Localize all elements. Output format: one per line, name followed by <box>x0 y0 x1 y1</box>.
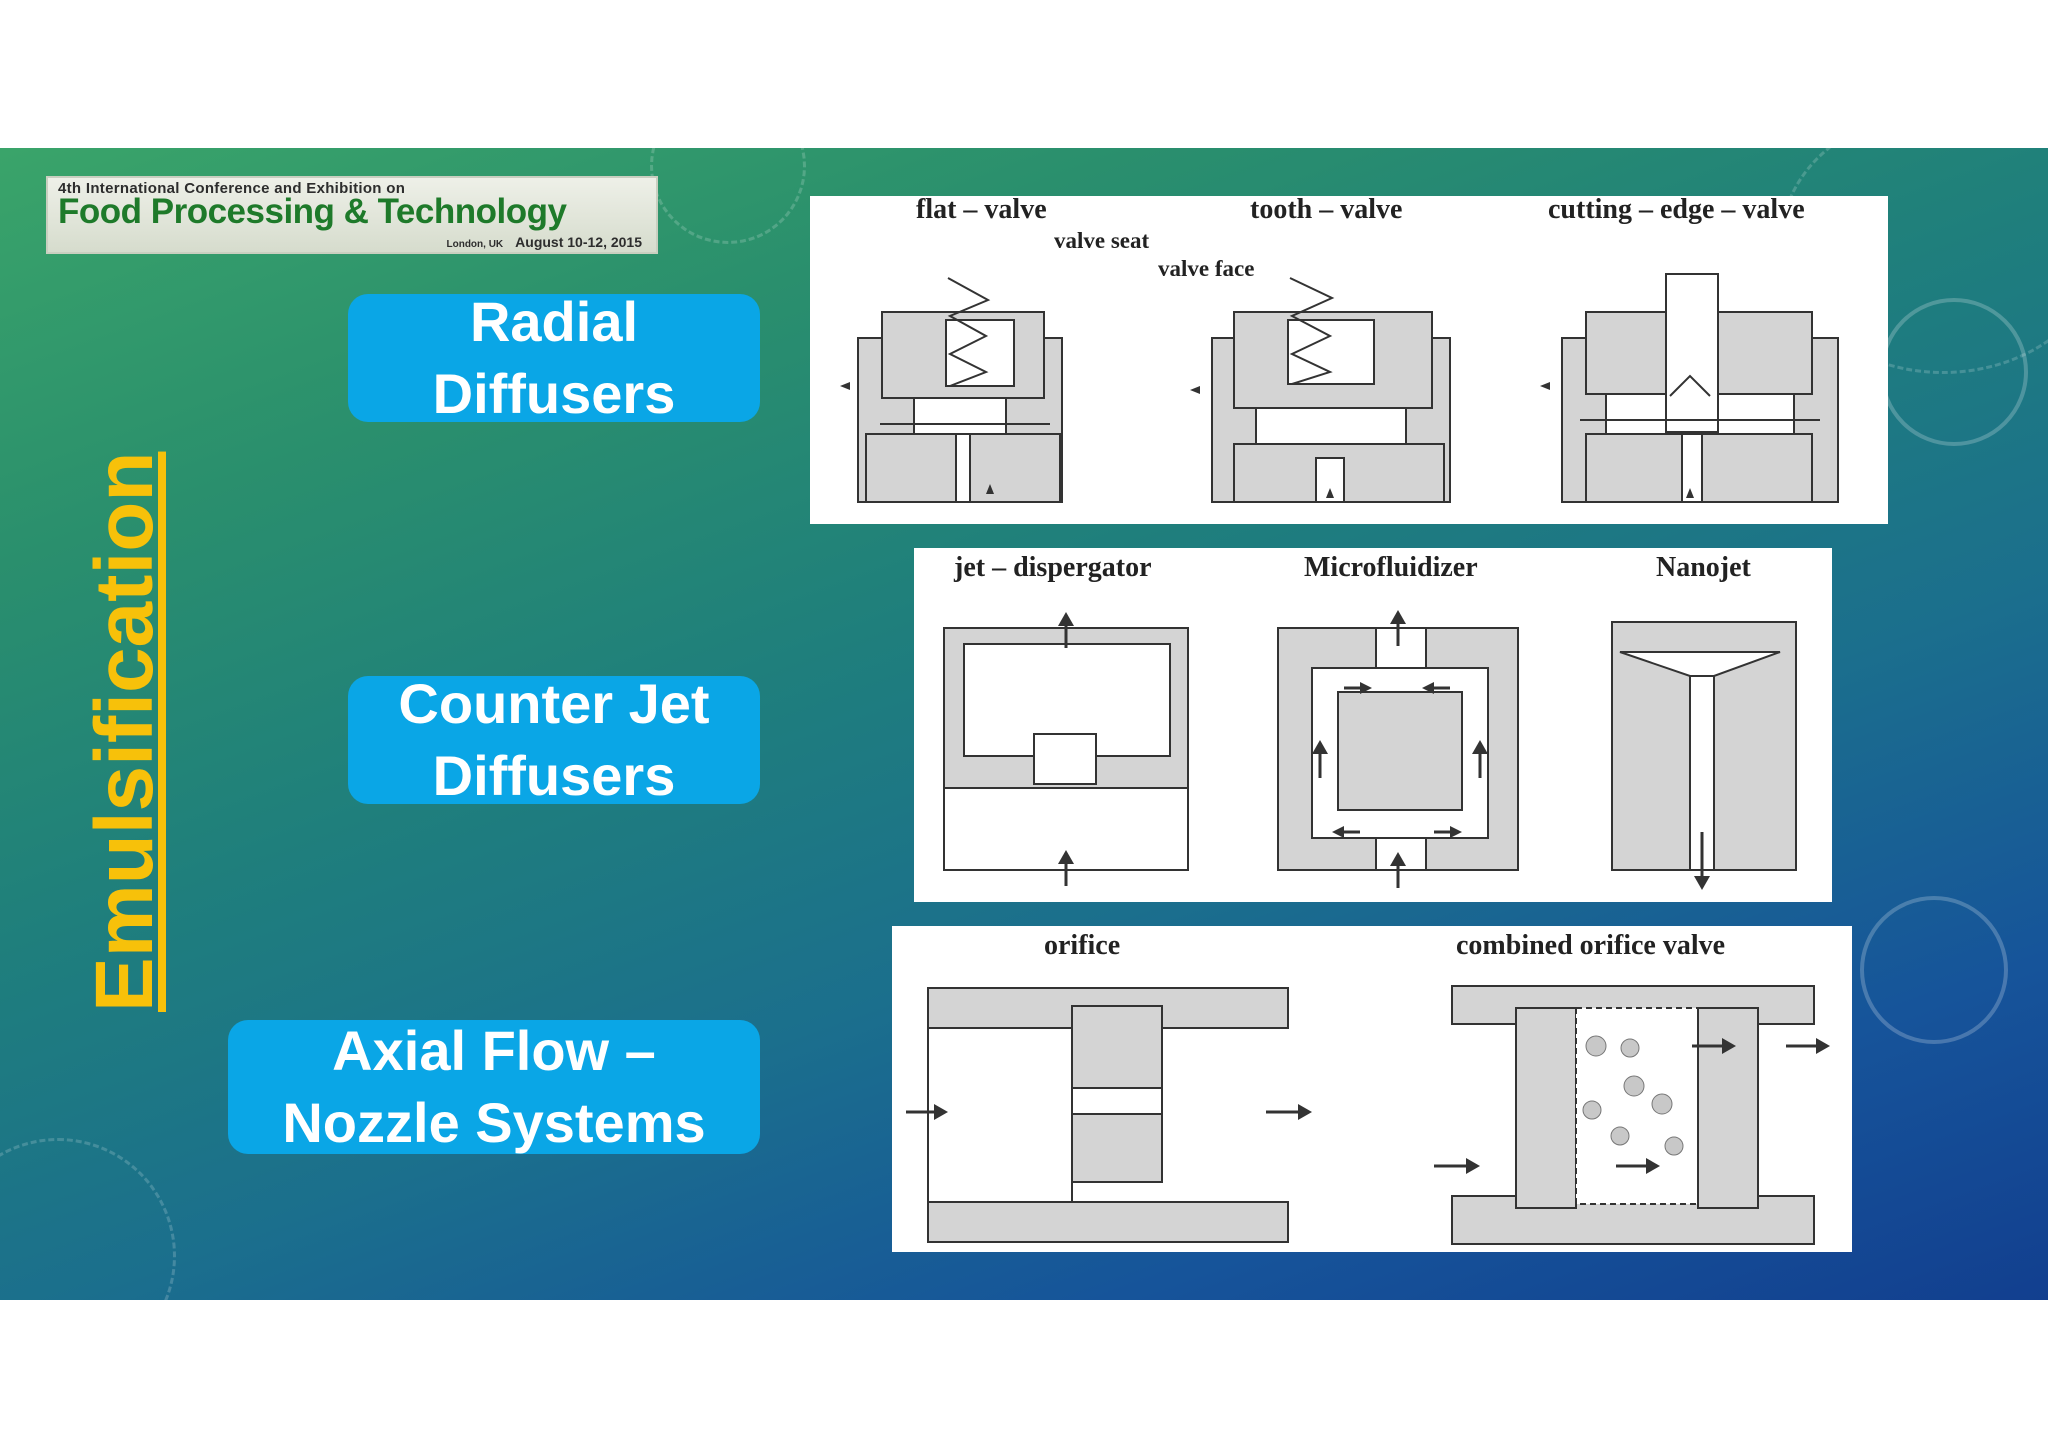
jet-dispergator-label: jet – dispergator <box>954 552 1152 583</box>
logo-line2: Food Processing & Technology <box>58 192 567 231</box>
slide-title: Emulsification <box>79 451 170 1012</box>
radial-diffusers-diagram: flat – valve tooth – valve cutting – edg… <box>810 194 1888 524</box>
axial-flow-label: Axial Flow – Nozzle Systems <box>228 1019 760 1154</box>
flat-valve-label: flat – valve <box>916 194 1047 225</box>
axial-flow-diagram: orifice combined orifice valve <box>892 926 1852 1252</box>
logo-date-line: London, UK August 10-12, 2015 <box>447 234 643 250</box>
valve-face-label: valve face <box>1158 256 1255 281</box>
decorative-ring <box>650 148 806 244</box>
radial-line2: Diffusers <box>432 362 676 425</box>
axial-line1: Axial Flow – <box>332 1019 656 1082</box>
microfluidizer-label: Microfluidizer <box>1304 552 1478 583</box>
axial-line2: Nozzle Systems <box>282 1091 706 1154</box>
counter-line2: Diffusers <box>432 744 676 807</box>
cutting-edge-valve-label: cutting – edge – valve <box>1548 194 1805 225</box>
counter-line1: Counter Jet <box>398 672 710 735</box>
logo-dates: August 10-12, 2015 <box>515 234 642 250</box>
radial-valves-drawing <box>840 273 1839 503</box>
decorative-ring <box>0 1138 176 1300</box>
logo-line1: 4th International Conference and Exhibit… <box>58 180 406 197</box>
combined-orifice-valve-label: combined orifice valve <box>1456 930 1726 961</box>
radial-line1: Radial <box>469 290 639 353</box>
logo-location: London, UK <box>446 239 504 250</box>
tooth-valve-label: tooth – valve <box>1250 194 1403 225</box>
orifice-label: orifice <box>1044 930 1121 961</box>
decorative-ring <box>1860 896 2008 1044</box>
counter-jet-drawing <box>943 610 1797 890</box>
axial-flow-drawing <box>906 985 1830 1245</box>
nanojet-label: Nanojet <box>1656 552 1751 583</box>
slide: 4th International Conference and Exhibit… <box>0 148 2048 1300</box>
valve-seat-label: valve seat <box>1054 228 1150 253</box>
counter-jet-diagram: jet – dispergator Microfluidizer Nanojet <box>914 548 1832 902</box>
conference-logo: 4th International Conference and Exhibit… <box>46 176 658 254</box>
